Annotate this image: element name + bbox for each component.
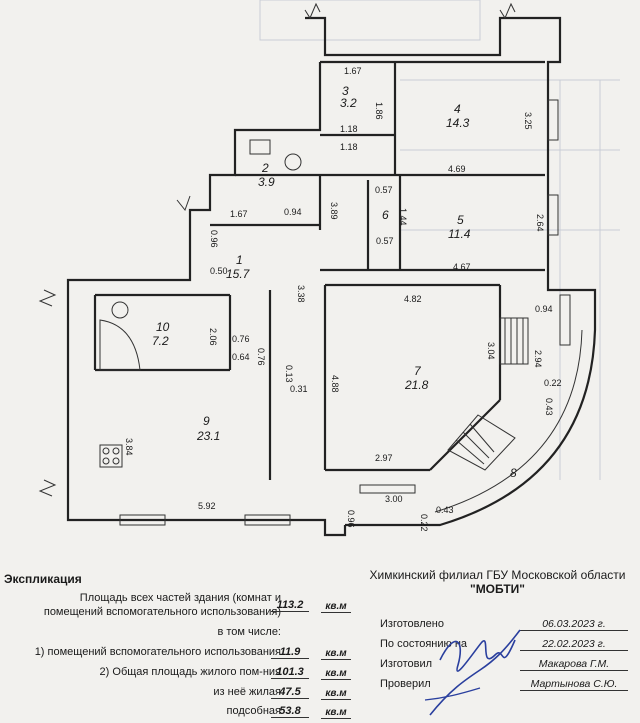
dim-label: 0.57 bbox=[375, 185, 393, 195]
explication-panel: Экспликация Площадь всех частей здания (… bbox=[0, 560, 640, 723]
signature-label: Проверил bbox=[380, 678, 431, 690]
dim-label: 4.82 bbox=[404, 294, 422, 304]
sanitary-fixtures bbox=[99, 139, 302, 468]
background-form-ghost bbox=[259, 0, 620, 480]
dim-label: 0.76 bbox=[232, 334, 250, 344]
outer-walls bbox=[66, 16, 597, 537]
room-1-number: 1 bbox=[236, 253, 243, 267]
explication-row-label: в том числе: bbox=[217, 626, 281, 638]
dimension-labels: 1.67 1.86 1.18 1.18 3.25 4.69 0.57 1.44 … bbox=[124, 66, 562, 532]
explication-row-unit: кв.м bbox=[321, 668, 351, 680]
dim-label: 1.67 bbox=[230, 209, 248, 219]
dim-label: 0.64 bbox=[232, 352, 250, 362]
organization-short-name: "МОБТИ" bbox=[470, 582, 525, 596]
dim-label: 0.43 bbox=[436, 505, 454, 515]
room-2-number: 2 bbox=[261, 161, 269, 175]
explication-row-label: 1) помещений вспомогательного использова… bbox=[34, 646, 281, 658]
dim-label: 2.64 bbox=[535, 214, 545, 232]
dim-label: 0.96 bbox=[346, 510, 356, 528]
signature-label: По состоянию на bbox=[380, 638, 468, 650]
dim-label: 1.67 bbox=[344, 66, 362, 76]
explication-row-unit: кв.м bbox=[321, 601, 351, 613]
dim-label: 3.84 bbox=[124, 438, 134, 456]
explication-row-unit: кв.м bbox=[321, 688, 351, 700]
room-5-area: 11.4 bbox=[448, 227, 471, 241]
dim-label: 1.18 bbox=[340, 142, 358, 152]
signature-label: Изготовил bbox=[380, 658, 433, 670]
room-7-number: 7 bbox=[414, 364, 422, 378]
dim-label: 0.22 bbox=[419, 514, 429, 532]
dim-label: 0.94 bbox=[535, 304, 553, 314]
dim-label: 0.43 bbox=[544, 398, 554, 416]
room-6-number: 6 bbox=[382, 208, 389, 222]
dim-label: 2.94 bbox=[533, 350, 543, 368]
dim-label: 3.25 bbox=[523, 112, 533, 130]
signature-value: Мартынова С.Ю. bbox=[520, 678, 628, 691]
interior-walls bbox=[93, 62, 545, 480]
stairs bbox=[447, 317, 529, 471]
organization-name: Химкинский филиал ГБУ Московской области bbox=[369, 568, 626, 582]
dim-label: 4.69 bbox=[448, 164, 466, 174]
dim-label: 3.00 bbox=[385, 494, 403, 504]
explication-row-label: 2) Общая площадь жилого пом-ния bbox=[99, 666, 281, 678]
dim-label: 0.13 bbox=[284, 365, 294, 383]
dim-label: 1.86 bbox=[374, 102, 384, 120]
dim-label: 0.22 bbox=[544, 378, 562, 388]
floor-plan: 1 15.7 2 3.9 3 3.2 4 14.3 5 11.4 6 7 21.… bbox=[38, 0, 620, 537]
explication-row-unit: кв.м bbox=[321, 648, 351, 660]
dim-label: 2.06 bbox=[208, 328, 218, 346]
explication-row-value: 11.9 bbox=[271, 646, 309, 659]
signature-value: 22.02.2023 г. bbox=[520, 638, 628, 651]
explication-row-label: помещений вспомогательного использования… bbox=[43, 606, 281, 618]
dim-label: 0.76 bbox=[256, 348, 266, 366]
explication-row-unit: кв.м bbox=[321, 707, 351, 719]
explication-row-label: подсобная bbox=[226, 705, 281, 717]
dim-label: 3.04 bbox=[486, 342, 496, 360]
room-4-area: 14.3 bbox=[446, 116, 470, 130]
room-8-number: 8 bbox=[510, 466, 517, 480]
explication-row-value: 53.8 bbox=[271, 705, 309, 718]
room-7-area: 21.8 bbox=[404, 378, 429, 392]
dim-label: 0.31 bbox=[290, 384, 308, 394]
break-marks bbox=[38, 2, 516, 497]
room-3-area: 3.2 bbox=[340, 96, 357, 110]
signature-value: Макарова Г.М. bbox=[520, 658, 628, 671]
dim-label: 0.57 bbox=[376, 236, 394, 246]
dim-label: 0.96 bbox=[209, 230, 219, 248]
signature-label: Изготовлено bbox=[380, 618, 444, 630]
room-9-area: 23.1 bbox=[196, 429, 220, 443]
explication-row-value: 47.5 bbox=[271, 686, 309, 699]
room-9-number: 9 bbox=[203, 414, 210, 428]
dim-label: 5.92 bbox=[198, 501, 216, 511]
room-labels: 1 15.7 2 3.9 3 3.2 4 14.3 5 11.4 6 7 21.… bbox=[152, 84, 517, 480]
explication-title: Экспликация bbox=[4, 572, 82, 586]
explication-row-value: 101.3 bbox=[271, 666, 309, 679]
room-3-number: 3 bbox=[342, 84, 349, 98]
handwritten-signature bbox=[424, 629, 521, 716]
explication-row-value: 113.2 bbox=[271, 599, 309, 612]
dim-label: 4.88 bbox=[330, 375, 340, 393]
room-5-number: 5 bbox=[457, 213, 464, 227]
dim-label: 1.18 bbox=[340, 124, 358, 134]
room-4-number: 4 bbox=[454, 102, 461, 116]
dim-label: 3.38 bbox=[296, 285, 306, 303]
dim-label: 0.94 bbox=[284, 207, 302, 217]
room-1-area: 15.7 bbox=[226, 267, 251, 281]
explication-row-label: из неё жилая bbox=[213, 686, 281, 698]
room-10-number: 10 bbox=[156, 320, 170, 334]
room-2-area: 3.9 bbox=[258, 175, 275, 189]
explication-row-label: Площадь всех частей здания (комнат и bbox=[79, 592, 281, 604]
windows bbox=[119, 99, 571, 526]
dim-label: 1.44 bbox=[398, 208, 408, 226]
dim-label: 3.89 bbox=[329, 202, 339, 220]
dim-label: 2.97 bbox=[375, 453, 393, 463]
dim-label: 0.50 bbox=[210, 266, 228, 276]
signature-value: 06.03.2023 г. bbox=[520, 618, 628, 631]
room-10-area: 7.2 bbox=[152, 334, 169, 348]
dim-label: 4.67 bbox=[453, 262, 471, 272]
